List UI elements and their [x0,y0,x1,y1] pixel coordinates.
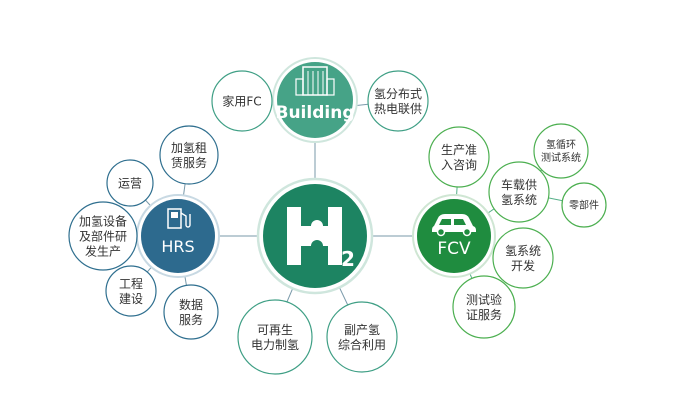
h2-puzzle-icon [287,207,342,265]
satellite-byproduct-h2[interactable]: 副产氢综合利用 [326,301,398,373]
satellite-equipment-label: 加氢设备及部件研发生产 [79,214,127,259]
satellite-test-verification-label: 测试验证服务 [466,292,502,322]
satellite-engineering-label: 工程建设 [119,276,143,306]
satellite-home-fc-label: 家用FC [222,94,261,109]
fuel-pump-icon [167,208,191,229]
fcv-hub-circle [417,199,491,273]
hrs-hub-circle [141,199,215,273]
satellite-renewable-h2-label: 可再生电力制氢 [251,323,299,352]
satellite-test-verification-circle [452,275,516,339]
satellite-operation-label: 运营 [118,177,142,191]
satellite-onboard-system-circle [488,161,550,223]
building-icon [295,66,335,96]
satellite-distributed-chp-circle [367,70,429,132]
satellite-parts-circle [561,182,607,228]
satellite-leasing-circle [159,125,219,185]
satellite-byproduct-h2-circle [326,301,398,373]
satellite-system-dev-circle [492,227,554,289]
car-icon [432,214,476,237]
satellite-equipment-circle [68,201,138,271]
building-hub[interactable]: Building [272,57,358,143]
hrs-hub[interactable]: HRS [136,194,220,278]
satellite-home-fc[interactable]: 家用FC [211,70,273,132]
fcv-hub[interactable]: FCV [412,194,496,278]
satellite-leasing-label: 加氢租赁服务 [171,140,207,170]
satellite-cycle-test-circle [533,123,589,179]
satellite-distributed-chp-label: 氢分布式热电联供 [374,86,422,116]
satellite-leasing[interactable]: 加氢租赁服务 [159,125,219,185]
center-hub[interactable]: 2 [256,177,374,295]
satellite-system-dev[interactable]: 氢系统开发 [492,227,554,289]
satellite-distributed-chp[interactable]: 氢分布式热电联供 [367,70,429,132]
satellite-engineering[interactable]: 工程建设 [105,265,157,317]
satellite-renewable-h2-circle [237,299,313,375]
satellite-access-consulting[interactable]: 生产准入咨询 [428,126,490,188]
satellite-byproduct-h2-label: 副产氢综合利用 [338,322,386,352]
satellite-test-verification[interactable]: 测试验证服务 [452,275,516,339]
fcv-label: FCV [437,239,471,259]
satellite-operation[interactable]: 运营 [106,159,154,207]
building-hub-circle [277,62,353,138]
satellite-access-consulting-circle [428,126,490,188]
building-label: Building [276,103,355,123]
satellite-parts-label: 零部件 [569,199,599,212]
satellite-equipment[interactable]: 加氢设备及部件研发生产 [68,201,138,271]
satellite-nodes: 家用FC 氢分布式热电联供加氢租赁服务运营加氢设备及部件研发生产工程建设数据服务 生… [68,70,607,375]
satellite-renewable-h2[interactable]: 可再生电力制氢 [237,299,313,375]
satellite-data-service-circle [163,284,219,340]
satellite-access-consulting-label: 生产准入咨询 [441,143,477,172]
satellite-data-service[interactable]: 数据服务 [163,284,219,340]
satellite-parts[interactable]: 零部件 [561,182,607,228]
hrs-label: HRS [161,237,194,256]
center-subscript: 2 [341,247,355,271]
satellite-system-dev-label: 氢系统开发 [505,243,541,273]
satellite-engineering-circle [105,265,157,317]
satellite-operation-circle [106,159,154,207]
satellite-onboard-system-label: 车载供氢系统 [501,177,537,207]
satellite-cycle-test[interactable]: 氢循环测试系统 [533,123,589,179]
satellite-onboard-system[interactable]: 车载供氢系统 [488,161,550,223]
satellite-cycle-test-label: 氢循环测试系统 [541,138,581,164]
satellite-data-service-label: 数据服务 [179,297,203,327]
satellite-home-fc-circle [211,70,273,132]
